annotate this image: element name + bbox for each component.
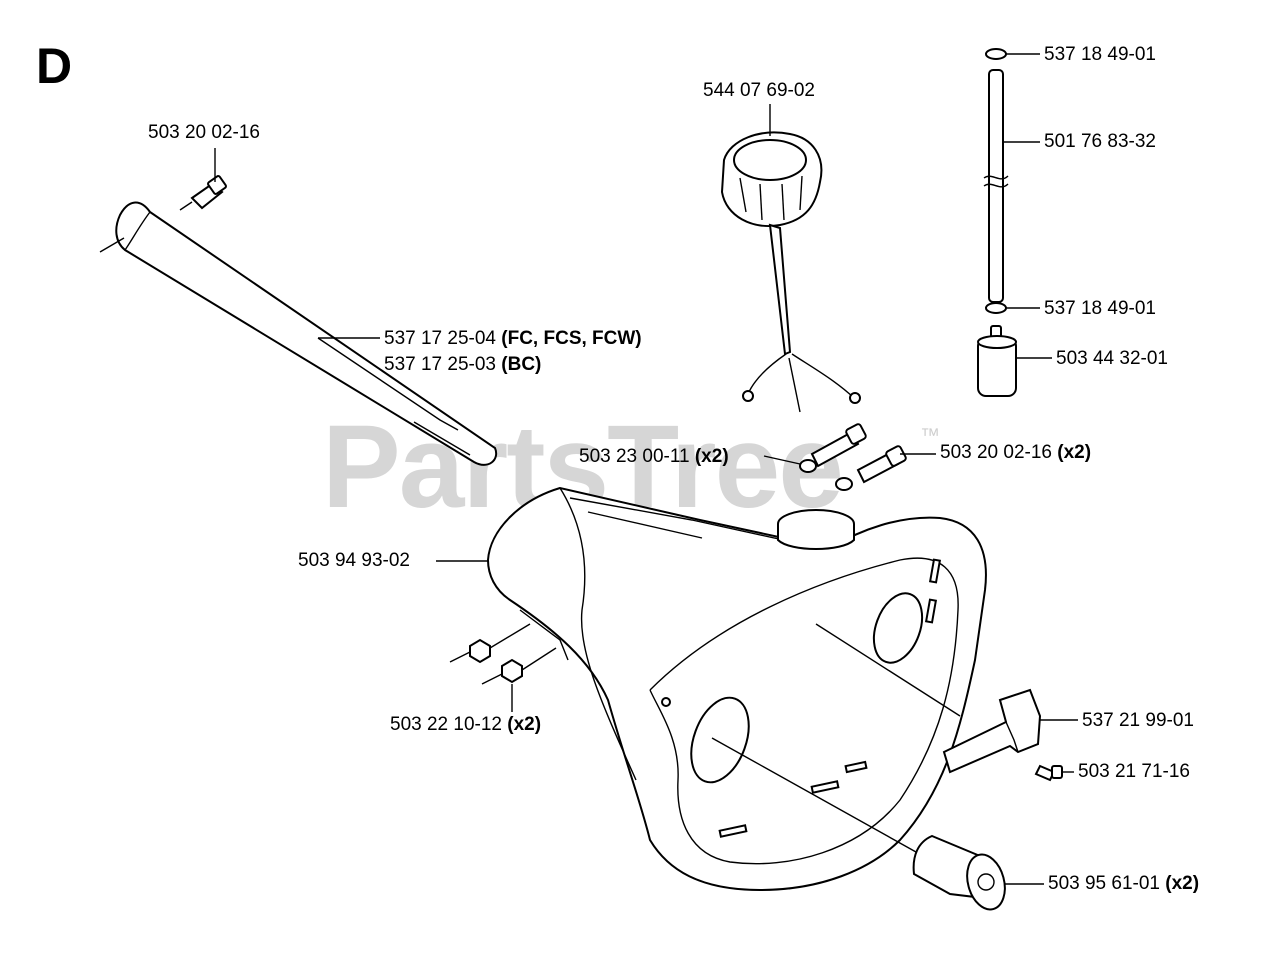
part-number: 544 07 69-02	[703, 80, 815, 101]
part-number: 537 18 49-01	[1044, 298, 1156, 319]
o-ring-top-part[interactable]	[985, 48, 1007, 60]
section-letter: D	[36, 38, 73, 94]
label-o-ring-top[interactable]: 537 18 49-01	[1044, 44, 1156, 66]
label-screw-top[interactable]: 503 20 02-16	[148, 122, 260, 144]
part-number: 503 94 93-02	[298, 550, 410, 571]
label-damper[interactable]: 503 95 61-01 (x2)	[1048, 873, 1199, 895]
part-number: 503 20 02-16	[148, 122, 260, 143]
part-number: 537 21 99-01	[1082, 710, 1194, 731]
leader-lines	[214, 53, 1078, 885]
nut-part[interactable]	[449, 623, 557, 685]
part-number: 537 18 49-01	[1044, 44, 1156, 65]
bracket-part[interactable]	[942, 688, 1042, 774]
model-applicability: (BC)	[501, 354, 542, 375]
label-handle-bc[interactable]: 537 17 25-03 (BC)	[384, 354, 541, 376]
part-number: 537 17 25-03	[384, 354, 496, 375]
label-o-ring-bottom[interactable]: 537 18 49-01	[1044, 298, 1156, 320]
quantity: (x2)	[694, 446, 729, 467]
screw-washer-part[interactable]	[799, 423, 867, 473]
fuel-hose-part[interactable]	[983, 69, 1009, 303]
part-number: 503 20 02-16	[940, 442, 1052, 463]
label-screw-washer[interactable]: 503 23 00-11 (x2)	[579, 446, 729, 468]
model-applicability: (FC, FCS, FCW)	[501, 328, 642, 349]
label-nut[interactable]: 503 22 10-12 (x2)	[390, 714, 541, 736]
part-number: 537 17 25-04	[384, 328, 496, 349]
part-number: 503 95 61-01	[1048, 873, 1160, 894]
label-bracket-screw[interactable]: 503 21 71-16	[1078, 761, 1190, 783]
label-screw-right[interactable]: 503 20 02-16 (x2)	[940, 442, 1091, 464]
quantity: (x2)	[1165, 873, 1200, 894]
label-handle-fc[interactable]: 537 17 25-04 (FC, FCS, FCW)	[384, 328, 642, 350]
part-number: 503 44 32-01	[1056, 348, 1168, 369]
quantity: (x2)	[507, 714, 542, 735]
label-fuel-hose[interactable]: 501 76 83-32	[1044, 131, 1156, 153]
damper-part[interactable]	[711, 737, 1011, 914]
o-ring-bottom-part[interactable]	[985, 302, 1007, 314]
engine-housing-part[interactable]	[486, 486, 987, 892]
trademark-symbol: ™	[920, 425, 940, 447]
label-fuel-filter[interactable]: 503 44 32-01	[1056, 348, 1168, 370]
fuel-filter-part[interactable]	[977, 325, 1017, 397]
screw-top-left-part[interactable]	[179, 175, 227, 211]
label-engine-housing[interactable]: 503 94 93-02	[298, 550, 410, 572]
part-number: 503 23 00-11	[579, 446, 690, 467]
part-number: 501 76 83-32	[1044, 131, 1156, 152]
label-fuel-cap[interactable]: 544 07 69-02	[703, 80, 815, 102]
part-number: 503 22 10-12	[390, 714, 502, 735]
screw-right-part[interactable]	[835, 445, 907, 491]
bracket-screw-part[interactable]	[1034, 764, 1063, 782]
handle-tube-part[interactable]	[99, 201, 498, 466]
part-number: 503 21 71-16	[1078, 761, 1190, 782]
fuel-cap-part[interactable]	[720, 131, 861, 413]
quantity: (x2)	[1057, 442, 1092, 463]
label-bracket[interactable]: 537 21 99-01	[1082, 710, 1194, 732]
